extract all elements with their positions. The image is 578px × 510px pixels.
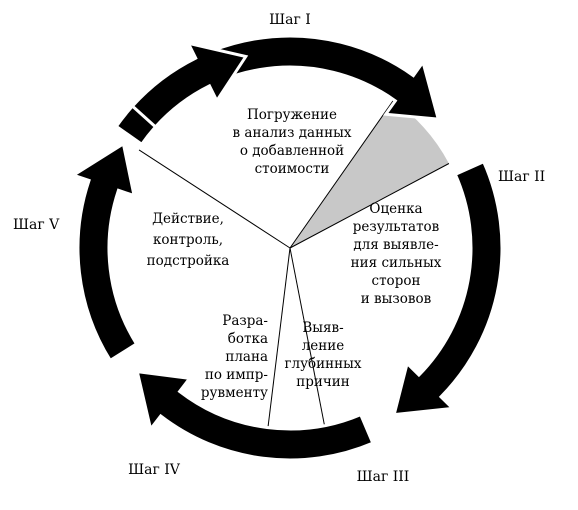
step-label-4: Шаг IV [128, 462, 181, 478]
highlighted-sector [290, 100, 449, 248]
step-label-5: Шаг V [13, 217, 60, 233]
sector-text-line: Разра- [222, 313, 268, 329]
sector-text-line: стоимости [255, 161, 330, 177]
cycle-arrow-2 [392, 159, 504, 417]
sector-text-line: о добавленной [240, 143, 344, 159]
sector-divider [138, 149, 291, 249]
sector-text-line: в анализ данных [233, 125, 352, 141]
step-label-3: Шаг III [357, 469, 410, 485]
step-label-1: Шаг I [269, 12, 311, 28]
sector-text-line: для выявле- [353, 237, 438, 253]
sector-text-1: Погружение в анализ данных о добавленной ст… [233, 107, 352, 177]
sector-text-line: результатов [353, 219, 440, 235]
sector-text-line: Выяв- [302, 320, 343, 336]
sector-divider [267, 247, 291, 427]
sector-text-5: Действие, контроль, подстройка [147, 211, 230, 269]
sector-text-4: Разра-ботка плана по импр-рувменту [201, 313, 268, 401]
sector-text-line: причин [296, 374, 350, 390]
sector-divider [289, 100, 394, 249]
cycle-arrow-5 [130, 41, 249, 130]
sector-text-line: рувменту [201, 385, 268, 401]
cycle-sectors [110, 68, 470, 428]
step-labels: Шаг I Шаг II Шаг III Шаг IV Шаг V [13, 12, 545, 485]
sector-text-line: Оценка [369, 201, 422, 217]
sector-text-line: плана [225, 349, 268, 365]
sector-text-line: Действие, [152, 211, 224, 227]
sector-text-2: Оценка результатов для выявле-ния сильных с… [351, 201, 442, 307]
step-label-2: Шаг II [498, 169, 545, 185]
cycle-arrow-3 [135, 369, 375, 462]
sector-text-line: ния сильных [351, 255, 442, 271]
cycle-arrow-4 [69, 141, 139, 363]
sector-text-line: сторон [372, 273, 421, 289]
sector-text-line: контроль, [153, 232, 223, 248]
sector-divider [289, 247, 325, 425]
cycle-arrows [69, 34, 504, 462]
sector-text-line: и вызовов [361, 291, 432, 307]
sector-text-line: ботка [228, 331, 268, 347]
sector-texts: Погружение в анализ данных о добавленной ст… [147, 107, 442, 401]
sector-text-line: ление [302, 338, 345, 354]
sector-text-3: Выяв-ление глубинных причин [284, 320, 361, 390]
sector-text-line: по импр- [205, 367, 268, 383]
sector-text-line: подстройка [147, 253, 230, 269]
sector-text-line: глубинных [284, 356, 361, 372]
sector-divider [289, 163, 450, 249]
sector-text-line: Погружение [247, 107, 337, 123]
